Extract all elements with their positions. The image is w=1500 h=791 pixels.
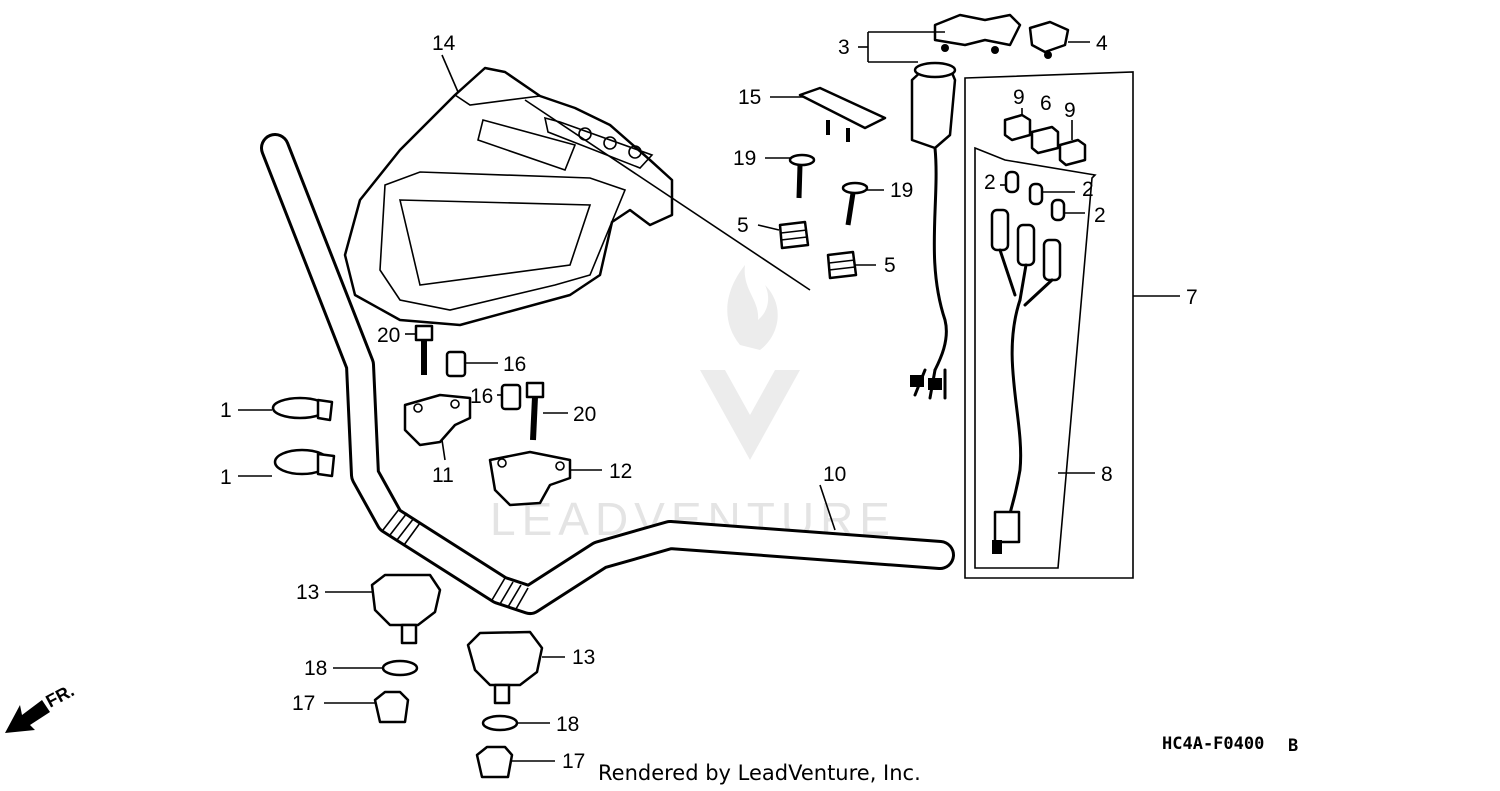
part-15-emblem[interactable] xyxy=(798,86,887,142)
part-16-collar-lower[interactable] xyxy=(500,383,522,411)
part-12-holder-lower[interactable] xyxy=(488,450,572,507)
label-20-right: 20 xyxy=(573,403,596,426)
label-5-upper: 5 xyxy=(737,214,749,237)
part-11-holder-upper[interactable] xyxy=(403,393,472,447)
label-2-c: 2 xyxy=(1094,204,1106,227)
part-6-cap[interactable] xyxy=(1030,125,1060,155)
part-16-collar-upper[interactable] xyxy=(445,350,467,378)
label-2-a: 2 xyxy=(984,171,996,194)
label-4: 4 xyxy=(1096,32,1108,55)
watermark-logo-icon xyxy=(700,370,800,460)
front-label: FR. xyxy=(42,680,77,711)
part-19-screw-right[interactable] xyxy=(841,181,869,226)
label-16-lower: 16 xyxy=(470,385,493,408)
label-20-left: 20 xyxy=(377,324,400,347)
part-19-screw-left[interactable] xyxy=(788,153,816,199)
part-5-grommet-lower[interactable] xyxy=(826,250,858,280)
part-9-cap-right[interactable] xyxy=(1058,138,1087,167)
part-7-harness-assembly-frame xyxy=(964,71,1134,579)
label-15: 15 xyxy=(738,86,761,109)
part-14-handlebar-cover[interactable] xyxy=(343,66,811,327)
diagram-code-suffix: B xyxy=(1288,736,1298,756)
watermark-flame-icon xyxy=(727,265,778,350)
label-10: 10 xyxy=(823,463,846,486)
label-8: 8 xyxy=(1101,463,1113,486)
part-13-lower-holder-right[interactable] xyxy=(466,630,544,705)
part-1-clamp-upper[interactable] xyxy=(271,396,334,422)
part-18-washer-left[interactable] xyxy=(381,659,419,677)
part-13-lower-holder-left[interactable] xyxy=(370,573,442,645)
part-17-nut-right[interactable] xyxy=(475,745,514,779)
diagram-code: HC4A-F0400 xyxy=(1162,734,1264,754)
part-20-bolt-right[interactable] xyxy=(525,381,545,441)
label-19-left: 19 xyxy=(733,147,756,170)
part-17-nut-left[interactable] xyxy=(373,690,410,724)
label-19-right: 19 xyxy=(890,179,913,202)
label-6: 6 xyxy=(1040,92,1052,115)
label-11: 11 xyxy=(432,464,454,487)
part-20-bolt-left[interactable] xyxy=(414,324,434,375)
label-17-left: 17 xyxy=(292,692,315,715)
label-7: 7 xyxy=(1186,286,1198,309)
front-direction-indicator: FR. xyxy=(5,680,77,733)
front-arrow-icon xyxy=(5,700,50,733)
part-3-keys[interactable] xyxy=(933,13,1022,54)
label-3: 3 xyxy=(838,36,850,59)
part-2-bulb-a[interactable] xyxy=(1004,170,1020,194)
credit-text: Rendered by LeadVenture, Inc. xyxy=(598,761,921,785)
label-2-b: 2 xyxy=(1082,178,1094,201)
label-1-upper: 1 xyxy=(220,399,232,422)
label-12: 12 xyxy=(609,460,632,483)
label-18-left: 18 xyxy=(304,657,327,680)
label-18-right: 18 xyxy=(556,713,579,736)
label-13-right: 13 xyxy=(572,646,595,669)
label-17-right: 17 xyxy=(562,750,585,773)
part-8-socket-harness[interactable] xyxy=(990,208,1062,554)
callout-labels: 14 3 4 15 19 19 5 5 9 6 9 2 2 2 7 8 10 1… xyxy=(220,32,1198,773)
label-14: 14 xyxy=(432,32,456,55)
part-10-handlebar[interactable] xyxy=(260,133,955,615)
part-5-grommet-upper[interactable] xyxy=(778,220,810,250)
part-2-bulb-c[interactable] xyxy=(1050,198,1066,222)
part-18-washer-right[interactable] xyxy=(481,714,519,732)
part-4-key-cap[interactable] xyxy=(1028,20,1070,59)
part-3-ignition-switch[interactable] xyxy=(910,61,957,400)
part-1-clamp-lower[interactable] xyxy=(273,448,336,478)
label-16-upper: 16 xyxy=(503,353,526,376)
label-9-right: 9 xyxy=(1064,99,1076,122)
label-9-left: 9 xyxy=(1013,86,1025,109)
part-2-bulb-b[interactable] xyxy=(1028,182,1044,206)
label-13-left: 13 xyxy=(296,581,319,604)
watermark: LEADVENTURE xyxy=(490,265,890,545)
label-5-lower: 5 xyxy=(884,254,896,277)
part-9-cap-left[interactable] xyxy=(1003,113,1032,142)
label-1-lower: 1 xyxy=(220,466,232,489)
leader-lines xyxy=(238,31,1180,762)
